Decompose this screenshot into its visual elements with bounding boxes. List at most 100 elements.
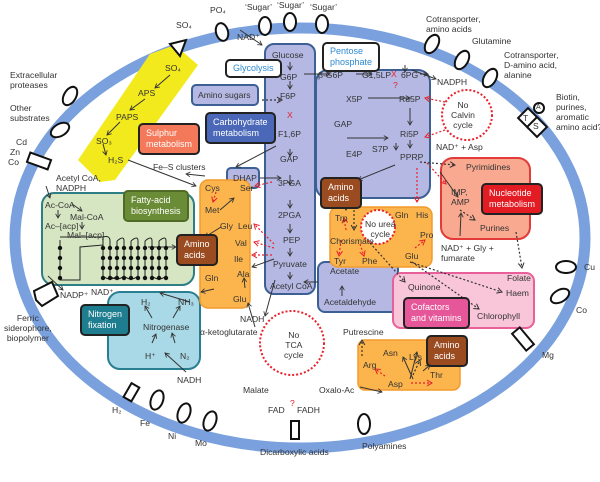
imp-amp: IMP, AMP bbox=[451, 187, 470, 207]
fatty-acid-carbon-dot bbox=[142, 275, 148, 281]
extracellular-proteases-label: Extracellular proteases bbox=[10, 70, 58, 90]
zn-label: Zn bbox=[10, 147, 21, 157]
h2s: H₂S bbox=[108, 155, 124, 165]
ac-acp: Ac–[acp] bbox=[45, 221, 79, 231]
f6p: F6P bbox=[280, 91, 296, 101]
ecf-s-label: S bbox=[533, 121, 539, 131]
fatty-acid-carbon-dot bbox=[156, 255, 162, 261]
fatty-acid-carbon-dot bbox=[128, 255, 134, 261]
fatty-acid-carbon-dot bbox=[163, 265, 169, 271]
ser: Ser bbox=[240, 183, 254, 193]
oxalo-ac: Oxalo-Ac bbox=[319, 385, 355, 395]
s7p: S7P bbox=[372, 144, 389, 154]
h-plus: H⁺ bbox=[145, 351, 156, 361]
fatty-acid-carbon-dot bbox=[107, 245, 113, 251]
g6p: G6P bbox=[280, 72, 298, 82]
no-tca-cycle: No TCA cycle bbox=[284, 330, 304, 360]
pro: Pro bbox=[420, 230, 434, 240]
6pg: 6PG bbox=[401, 70, 419, 80]
nitrogenase: Nitrogenase bbox=[143, 322, 190, 332]
acetyl-coa-nadph-input: Acetyl CoA, NADPH bbox=[56, 173, 101, 193]
so4-sulphur: SO₄ bbox=[165, 63, 181, 73]
nh3: NH₃ bbox=[178, 297, 194, 307]
cotransporter-amino-label: Cotransporter, amino acids bbox=[426, 14, 481, 34]
3pga: 3PGA bbox=[278, 178, 301, 188]
pep: PEP bbox=[283, 235, 301, 245]
ferric-siderophore-label: Ferric siderophore, biopolymer bbox=[4, 313, 52, 343]
po4-label: PO₄ bbox=[210, 5, 226, 15]
fe-label: Fe bbox=[140, 418, 151, 428]
missing-pathway-arrows bbox=[211, 95, 447, 387]
fatty-acid-carbon-dot bbox=[121, 275, 127, 281]
asn: Asn bbox=[383, 348, 398, 358]
fatty-acid-carbon-dot bbox=[100, 275, 106, 281]
chorismate: Chorismate bbox=[330, 236, 374, 246]
sugar-label-1: ‘Sugar’ bbox=[245, 2, 273, 12]
fatty-acid-dots bbox=[57, 245, 169, 281]
carbohydrate-metabolism-tag: Carbohydrate metabolism bbox=[205, 112, 276, 144]
nad-gly-fumarate: NAD⁺ + Gly + fumarate bbox=[441, 243, 494, 263]
fadh: FADH bbox=[297, 405, 320, 415]
fatty-acid-tag: Fatty-acid biosynthesis bbox=[123, 190, 189, 222]
pentose-phosphate-tag: Pentose phosphate bbox=[322, 42, 381, 72]
pprp: PPRP bbox=[400, 152, 424, 162]
cu-label: Cu bbox=[584, 262, 595, 272]
fatty-acid-carbon-dot bbox=[107, 265, 113, 271]
fatty-acid-carbon-dot bbox=[57, 265, 63, 271]
fe-s-clusters: Fe–S clusters bbox=[153, 162, 206, 172]
g15lp: G1,5LP bbox=[362, 70, 392, 80]
glu-left: Glu bbox=[233, 294, 247, 304]
no-urea-circle bbox=[360, 209, 396, 245]
beta-g6p: β-G6P bbox=[318, 70, 344, 80]
fatty-acid-carbon-dot bbox=[128, 245, 134, 251]
pyrimidines: Pyrimidines bbox=[466, 162, 511, 172]
fatty-acid-carbon-dot bbox=[121, 245, 127, 251]
met: Met bbox=[205, 205, 220, 215]
fatty-acid-carbon-dot bbox=[57, 255, 63, 261]
haem: Haem bbox=[506, 288, 529, 298]
fatty-acid-carbon-dot bbox=[142, 245, 148, 251]
sugar-label-2: ‘Sugar’ bbox=[277, 0, 305, 10]
amino-acids-tag-bottom: Amino acids bbox=[426, 335, 468, 367]
ecf-a-label: A bbox=[536, 104, 541, 111]
pyruvate: Pyruvate bbox=[273, 259, 307, 269]
mal-coa: Mal-CoA bbox=[70, 212, 104, 222]
cd-label: Cd bbox=[16, 137, 27, 147]
so4-label: SO₄ bbox=[176, 20, 192, 30]
fatty-acid-carbon-dot bbox=[100, 245, 106, 251]
fatty-acid-carbon-dot bbox=[156, 265, 162, 271]
nadh-amino-label: NADH bbox=[240, 314, 265, 324]
ala: Ala bbox=[237, 269, 250, 279]
ecf-transporter bbox=[516, 102, 549, 139]
acetaldehyde: Acetaldehyde bbox=[324, 297, 377, 307]
amino-acids-tag-left: Amino acids bbox=[176, 234, 218, 266]
polyamines-label: Polyamines bbox=[362, 441, 407, 451]
e4p: E4P bbox=[346, 149, 363, 159]
fatty-acid-carbon-dot bbox=[135, 275, 141, 281]
pentose-missing-x: X bbox=[391, 69, 397, 79]
n2: N₂ bbox=[180, 351, 190, 361]
missing-step-x: X bbox=[287, 110, 293, 120]
fatty-acid-carbon-dot bbox=[156, 275, 162, 281]
fatty-acid-carbon-dot bbox=[163, 275, 169, 281]
fatty-acid-carbon-dot bbox=[107, 255, 113, 261]
sulphur-arrows bbox=[102, 74, 206, 188]
malate: Malate bbox=[243, 385, 269, 395]
fatty-acid-carbon-dot bbox=[135, 255, 141, 261]
quinone: Quinone bbox=[408, 282, 441, 292]
fatty-acid-carbon-dot bbox=[135, 245, 141, 251]
fatty-acid-carbon-dot bbox=[114, 245, 120, 251]
fad: FAD bbox=[268, 405, 285, 415]
transporters bbox=[25, 12, 577, 440]
sulphur-region bbox=[78, 45, 198, 182]
putrescine: Putrescine bbox=[343, 327, 384, 337]
chlorophyll: Chlorophyll bbox=[477, 311, 520, 321]
glu-center: Glu bbox=[405, 251, 419, 261]
cys: Cys bbox=[205, 183, 220, 193]
no-calvin-circle bbox=[441, 89, 493, 141]
fatty-acid-carbon-dot bbox=[149, 255, 155, 261]
glycolysis-tag: Glycolysis bbox=[225, 59, 282, 78]
fatty-acid-carbon-dot bbox=[114, 255, 120, 261]
folate: Folate bbox=[507, 273, 531, 283]
